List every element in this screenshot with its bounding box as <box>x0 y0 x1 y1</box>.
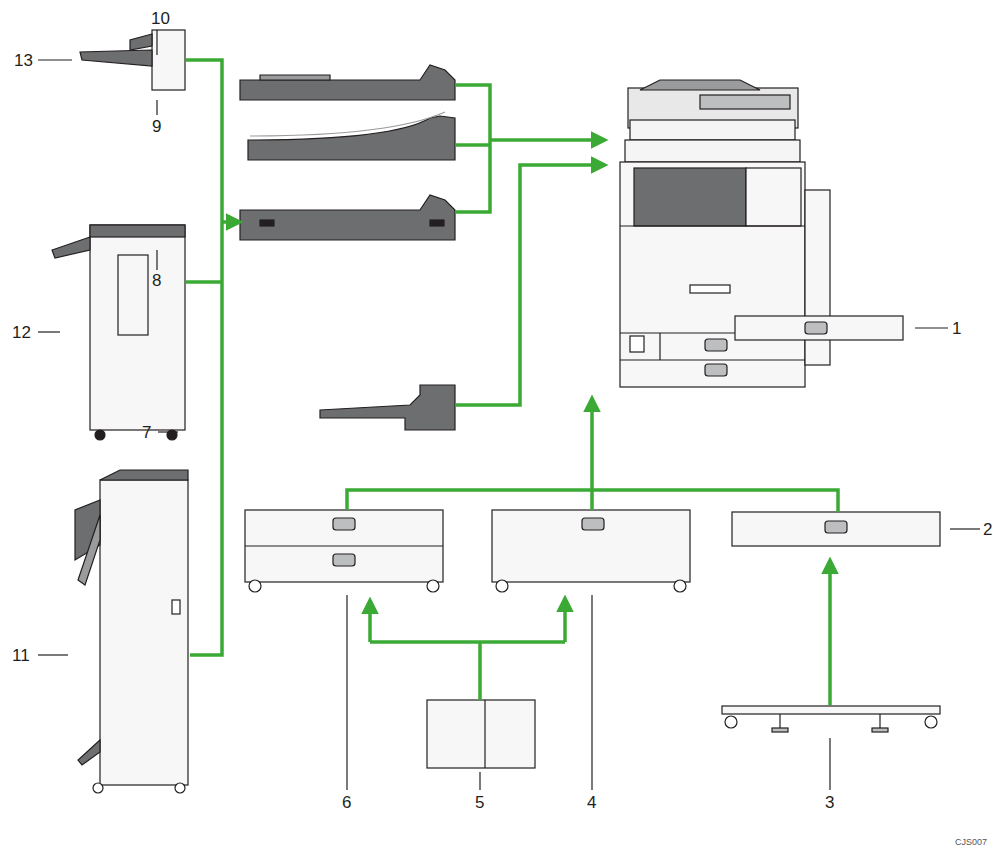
callout-number: 6 <box>342 794 351 811</box>
callout-number: 12 <box>12 324 31 341</box>
callout-number: 2 <box>983 521 992 538</box>
callout-number: 1 <box>952 320 961 337</box>
callout-number: 10 <box>151 10 170 27</box>
callout-number: 5 <box>475 794 484 811</box>
figure-code: CJS007 <box>955 838 987 847</box>
callout-number: 4 <box>587 794 596 811</box>
callout-number: 11 <box>12 647 30 664</box>
callout-number: 3 <box>825 794 834 811</box>
callout-number: 7 <box>142 424 151 441</box>
callout-number: 13 <box>14 52 33 69</box>
callout-number: 8 <box>152 272 161 289</box>
callout-number: 9 <box>152 118 161 135</box>
